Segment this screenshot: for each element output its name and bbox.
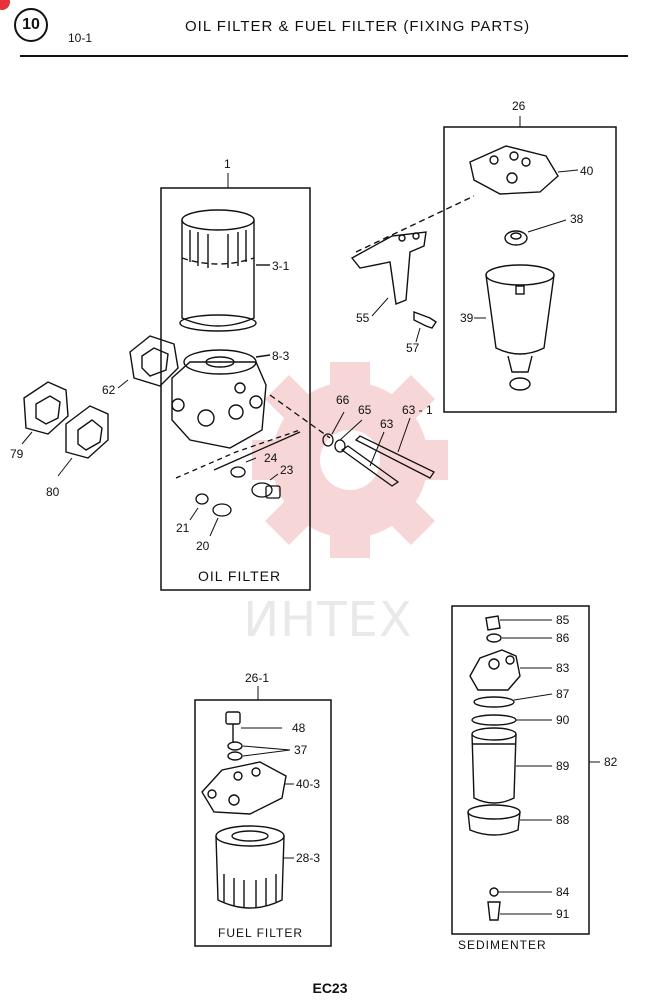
callout-55: 55 <box>356 311 370 325</box>
callout-80: 80 <box>46 485 60 499</box>
section-number: 10-1 <box>68 31 93 45</box>
callout-65: 65 <box>358 403 372 417</box>
washers-37 <box>227 741 291 761</box>
callout-90: 90 <box>556 713 570 727</box>
callout-40: 40 <box>580 164 594 178</box>
callout-88: 88 <box>556 813 570 827</box>
callout-1: 1 <box>224 157 231 171</box>
page-title: OIL FILTER & FUEL FILTER (FIXING PARTS) <box>185 18 531 35</box>
callout-63: 63 <box>380 417 394 431</box>
callout-91: 91 <box>556 907 570 921</box>
gasket-79 <box>21 381 69 445</box>
sedimenter-caption: SEDIMENTER <box>458 938 547 952</box>
callout-89: 89 <box>556 759 570 773</box>
watermark-text: ИНТЕХ <box>243 592 413 648</box>
callout-40-3: 40-3 <box>296 777 320 791</box>
callout-8-3: 8-3 <box>272 349 290 363</box>
callout-28-3: 28-3 <box>296 851 320 865</box>
callout-62: 62 <box>102 383 116 397</box>
bracket-55 <box>350 195 475 317</box>
page-number: 10 <box>22 16 40 33</box>
sedimenter-box <box>451 605 600 935</box>
seal-38 <box>504 219 567 246</box>
fuel-filter-head-box <box>443 116 617 413</box>
bolt-57 <box>413 310 437 343</box>
callout-87: 87 <box>556 687 570 701</box>
callout-63-1: 63 - 1 <box>402 403 433 417</box>
oil-filter-cartridge <box>179 209 270 332</box>
oil-filter-caption: OIL FILTER <box>198 568 282 584</box>
callout-38: 38 <box>570 212 584 226</box>
corner-badge <box>0 0 10 10</box>
callout-labels: 1 3-1 8-3 62 79 80 66 65 63 63 - 1 24 23… <box>10 99 618 921</box>
drain-plug-assembly <box>175 429 301 537</box>
callout-48: 48 <box>292 721 306 735</box>
oil-filter-box <box>160 173 311 591</box>
callout-79: 79 <box>10 447 24 461</box>
callout-3-1: 3-1 <box>272 259 290 273</box>
page-number-circle: 10 <box>14 8 48 42</box>
fuel-filter-bolt-48 <box>225 711 282 742</box>
oil-filter-head <box>171 349 271 449</box>
callout-84: 84 <box>556 885 570 899</box>
callout-86: 86 <box>556 631 570 645</box>
callout-82: 82 <box>604 755 618 769</box>
callout-85: 85 <box>556 613 570 627</box>
fuel-filter-cartridge-28-3 <box>215 825 294 909</box>
callout-24: 24 <box>264 451 278 465</box>
sedimenter-parts <box>467 615 553 921</box>
fuel-filter-box <box>194 686 332 947</box>
callout-26-1: 26-1 <box>245 671 269 685</box>
callout-26: 26 <box>512 99 526 113</box>
callout-83: 83 <box>556 661 570 675</box>
mounting-bolts <box>269 394 435 487</box>
fuel-filter-head-40 <box>469 145 579 195</box>
gasket-62 <box>117 335 179 389</box>
callout-57: 57 <box>406 341 420 355</box>
fuel-filter-element-39 <box>474 264 555 391</box>
fuel-filter-caption: FUEL FILTER <box>218 926 304 940</box>
callout-21: 21 <box>176 521 190 535</box>
callout-20: 20 <box>196 539 210 553</box>
gasket-80 <box>57 405 109 477</box>
callout-37: 37 <box>294 743 308 757</box>
page-footer-code: EC23 <box>312 980 348 996</box>
callout-23: 23 <box>280 463 294 477</box>
watermark-gear-icon <box>252 362 448 558</box>
callout-39: 39 <box>460 311 474 325</box>
fuel-filter-head-40-3 <box>201 761 294 815</box>
callout-66: 66 <box>336 393 350 407</box>
